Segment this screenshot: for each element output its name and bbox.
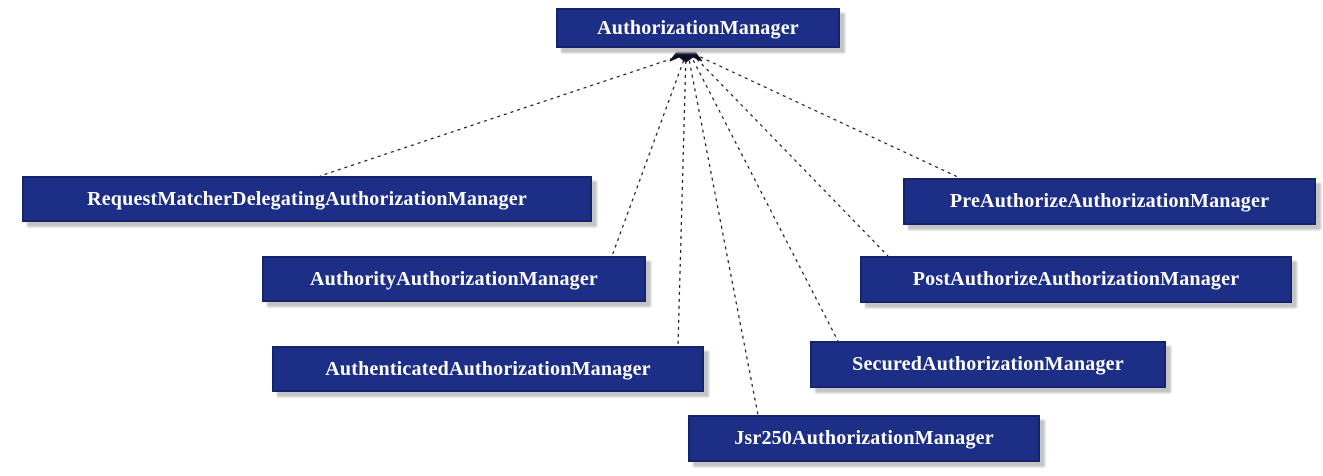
edge-authenticated (677, 53, 687, 347)
node-authority-authorization-manager: AuthorityAuthorizationManager (262, 256, 646, 302)
node-post-authorize-authorization-manager: PostAuthorizeAuthorizationManager (860, 256, 1292, 303)
edge-jsr250 (687, 53, 759, 416)
edge-postauthorize (691, 53, 889, 257)
node-jsr250-authorization-manager: Jsr250AuthorizationManager (688, 415, 1040, 462)
node-pre-authorize-authorization-manager: PreAuthorizeAuthorizationManager (903, 178, 1316, 225)
edge-authority (611, 53, 687, 257)
node-authenticated-authorization-manager: AuthenticatedAuthorizationManager (272, 346, 704, 392)
edge-requestmatcherdelegating (319, 53, 687, 177)
node-authorization-manager: AuthorizationManager (556, 8, 840, 48)
node-request-matcher-delegating-authorization-manager: RequestMatcherDelegatingAuthorizationMan… (22, 176, 592, 222)
edge-secured (689, 53, 839, 342)
edge-preauthorize (693, 53, 961, 179)
inheritance-arrowhead-icon (669, 39, 703, 63)
node-secured-authorization-manager: SecuredAuthorizationManager (810, 341, 1166, 388)
